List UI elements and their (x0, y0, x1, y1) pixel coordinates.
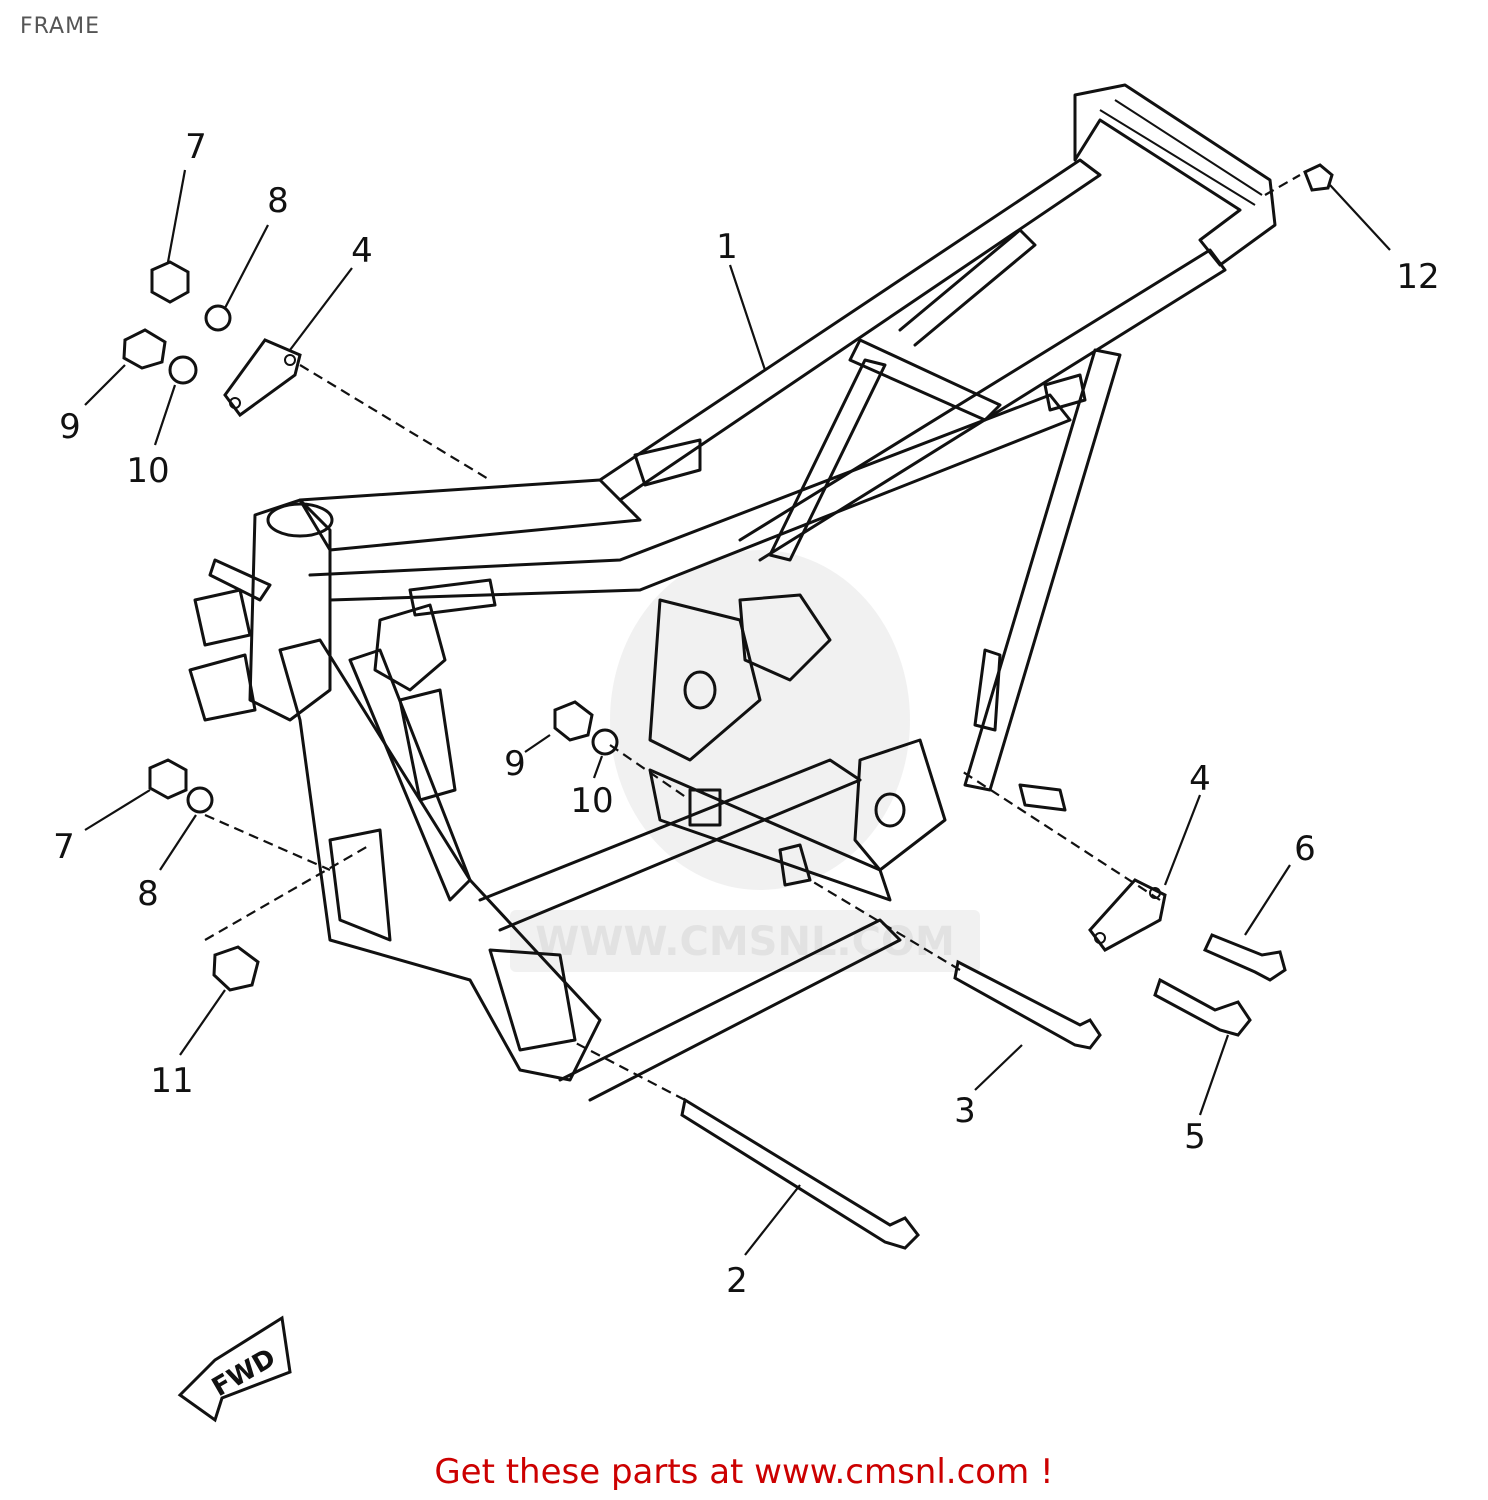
bolt-3 (953, 959, 1102, 1050)
footer-link[interactable]: Get these parts at www.cmsnl.com ! (434, 1452, 1054, 1492)
nut-7-left (148, 758, 188, 800)
washer-10-mid (591, 728, 619, 756)
callout-3: 3 (954, 1091, 976, 1131)
callout-4-top: 4 (351, 231, 373, 271)
frame-exploded-diagram: WWW.CMSNL.COM (53, 83, 1440, 1423)
callout-7-left: 7 (53, 827, 75, 867)
washer-8-top (204, 304, 232, 332)
fwd-arrow-icon: FWD (177, 1315, 292, 1423)
watermark-text: WWW.CMSNL.COM (535, 919, 955, 965)
nut-9-mid (553, 700, 594, 742)
bolt-2 (680, 1097, 920, 1250)
washer-8-left (186, 786, 214, 814)
nut-7-top (150, 260, 190, 304)
bolt-6 (1202, 933, 1287, 982)
callout-6: 6 (1294, 829, 1316, 869)
callout-10-top: 10 (126, 451, 169, 491)
nut-11 (212, 945, 260, 992)
cap-12 (1303, 163, 1334, 192)
callout-9-mid: 9 (504, 744, 526, 784)
watermark: WWW.CMSNL.COM (510, 550, 980, 972)
leader-lines (84, 169, 1391, 1256)
parts: FWD (122, 163, 1334, 1423)
callout-8-left: 8 (137, 874, 159, 914)
bolt-5 (1153, 977, 1252, 1037)
callout-2: 2 (726, 1261, 748, 1301)
bracket-4-top (223, 338, 302, 418)
washer-10-top (168, 355, 198, 385)
callout-5: 5 (1184, 1117, 1206, 1157)
callout-labels: 7 8 4 9 10 1 12 9 10 7 8 4 6 11 3 5 2 (53, 127, 1439, 1301)
callout-11: 11 (150, 1061, 193, 1101)
callout-7-top: 7 (185, 127, 207, 167)
callout-10-mid: 10 (570, 781, 613, 821)
callout-9-top: 9 (59, 407, 81, 447)
nut-9-top (122, 328, 167, 370)
callout-1: 1 (716, 227, 738, 267)
frame-body (188, 83, 1277, 1102)
page-title: FRAME (20, 14, 100, 39)
callout-4-right: 4 (1189, 759, 1211, 799)
bracket-4-right (1088, 878, 1167, 952)
callout-12: 12 (1396, 257, 1439, 297)
callout-8-top: 8 (267, 181, 289, 221)
